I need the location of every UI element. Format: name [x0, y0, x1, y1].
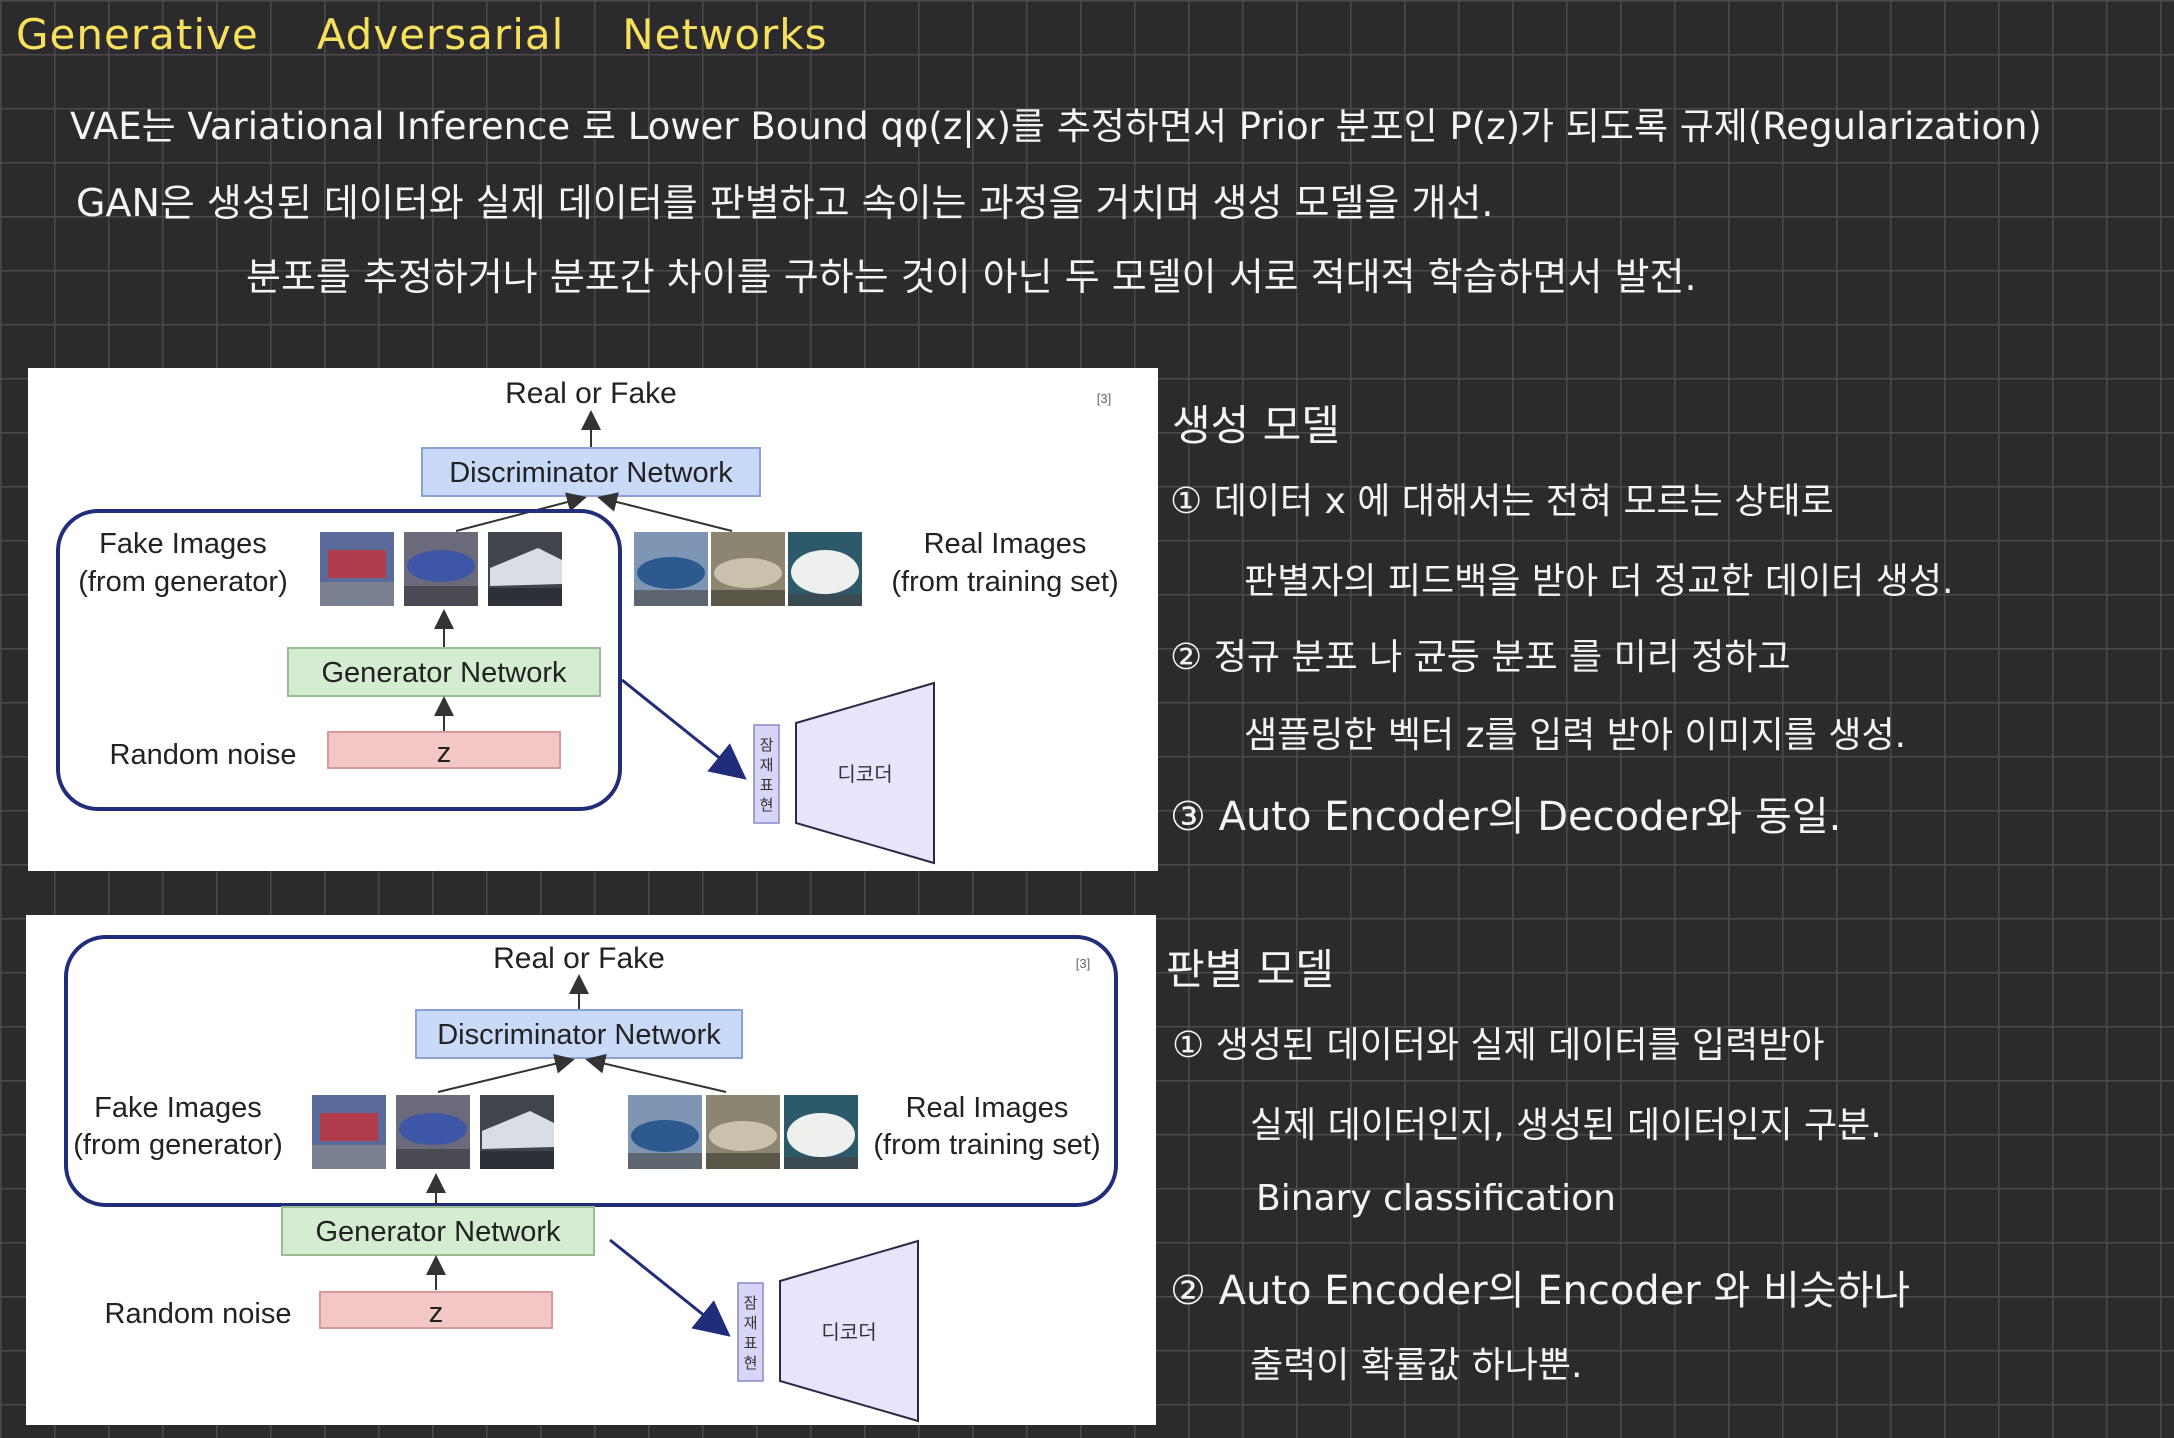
fake-image-3	[488, 532, 562, 606]
generator-diagram-panel: Real or Fake [3] Discriminator Network F…	[28, 368, 1158, 871]
title-word-adversarial: Adversarial	[316, 10, 565, 59]
discriminator-frame	[64, 935, 1118, 1207]
fake-images-title: Fake Images	[99, 528, 267, 560]
discriminator-note-1b: 실제 데이터인지, 생성된 데이터인지 구분.	[1250, 1105, 1882, 1146]
latent-char-1: 잠	[744, 1295, 758, 1312]
fake-images-title: Fake Images	[94, 1092, 262, 1124]
real-image-1	[634, 532, 708, 606]
generator-heading: 생성 모델	[1172, 401, 1340, 450]
real-or-fake-label: Real or Fake	[505, 377, 677, 410]
citation-label: [3]	[1097, 391, 1111, 406]
arrow-fake-to-discriminator	[437, 1054, 575, 1093]
z-box	[319, 1291, 553, 1329]
generator-note-2a: ② 정규 분포 나 균등 분포 를 미리 정하고	[1170, 637, 1791, 678]
latent-char-2: 재	[760, 757, 774, 774]
page-title: Generative Adversarial Networks	[16, 10, 828, 59]
fake-image-1	[312, 1095, 386, 1169]
latent-char-1: 잠	[760, 737, 774, 754]
intro-vae-line: VAE는 Variational Inference 로 Lower Bound…	[70, 105, 2042, 148]
generator-note-3: ③ Auto Encoder의 Decoder와 동일.	[1170, 794, 1842, 840]
latent-box	[753, 724, 780, 824]
latent-box	[737, 1282, 764, 1382]
fake-image-2	[404, 532, 478, 606]
real-image-1	[628, 1095, 702, 1169]
decoder-trapezoid	[795, 681, 935, 865]
latent-char-3: 표	[760, 777, 774, 794]
generator-box	[287, 647, 601, 697]
latent-char-2: 재	[744, 1315, 758, 1332]
generator-note-1a: ① 데이터 x 에 대해서는 전혀 모르는 상태로	[1170, 481, 1834, 522]
arrow-fake-to-discriminator	[455, 492, 587, 532]
fake-image-1	[320, 532, 394, 606]
real-image-3	[788, 532, 862, 606]
random-noise-label: Random noise	[110, 739, 297, 771]
real-images-subtitle: (from training set)	[873, 1129, 1100, 1161]
real-image-2	[706, 1095, 780, 1169]
generator-diagram: Real or Fake [3] Discriminator Network F…	[56, 377, 1119, 865]
title-word-generative: Generative	[16, 10, 259, 59]
title-word-networks: Networks	[622, 10, 828, 59]
arrow-to-latent	[609, 1238, 731, 1337]
fake-image-2	[396, 1095, 470, 1169]
decoder-trapezoid	[779, 1239, 919, 1423]
arrow-real-to-discriminator	[597, 492, 733, 532]
discriminator-label: Discriminator Network	[437, 1019, 721, 1051]
generator-note-1b: 판별자의 피드백을 받아 더 정교한 데이터 생성.	[1244, 561, 1954, 602]
fake-image-3	[480, 1095, 554, 1169]
intro-gan-line: GAN은 생성된 데이터와 실제 데이터를 판별하고 속이는 과정을 거치며 생…	[76, 181, 1494, 225]
generator-note-2b: 샘플링한 벡터 z를 입력 받아 이미지를 생성.	[1244, 715, 1907, 756]
random-noise-label: Random noise	[105, 1298, 292, 1330]
decoder-label: 디코더	[837, 763, 892, 786]
z-label: z	[429, 1297, 444, 1329]
latent-char-3: 표	[744, 1335, 758, 1352]
generator-frame	[56, 509, 622, 811]
citation-label: [3]	[1076, 956, 1090, 971]
discriminator-note-2a: ② Auto Encoder의 Encoder 와 비슷하나	[1170, 1268, 1911, 1314]
discriminator-note-1a: ① 생성된 데이터와 실제 데이터를 입력받아	[1172, 1025, 1825, 1066]
z-label: z	[437, 737, 452, 769]
discriminator-label: Discriminator Network	[449, 457, 733, 489]
arrow-to-latent	[621, 678, 747, 780]
real-images-title: Real Images	[924, 528, 1087, 560]
discriminator-note-2b: 출력이 확률값 하나뿐.	[1250, 1345, 1583, 1386]
generator-label: Generator Network	[322, 657, 567, 689]
arrow-real-to-discriminator	[585, 1053, 727, 1093]
discriminator-diagram-panel: Real or Fake [3] Discriminator Network F…	[26, 915, 1156, 1425]
fake-images-subtitle: (from generator)	[73, 1129, 283, 1161]
intro-gan-line-2: 분포를 추정하거나 분포간 차이를 구하는 것이 아닌 두 모델이 서로 적대적…	[246, 255, 1697, 299]
real-images-title: Real Images	[906, 1092, 1069, 1124]
real-image-3	[784, 1095, 858, 1169]
fake-images-subtitle: (from generator)	[78, 566, 288, 598]
generator-label: Generator Network	[316, 1216, 561, 1248]
real-images-subtitle: (from training set)	[891, 566, 1118, 598]
discriminator-box	[421, 447, 761, 497]
decoder-label: 디코더	[821, 1321, 876, 1344]
discriminator-heading: 판별 모델	[1166, 945, 1334, 994]
real-or-fake-label: Real or Fake	[493, 942, 665, 975]
discriminator-box	[415, 1009, 743, 1059]
latent-char-4: 현	[760, 797, 774, 814]
generator-box	[281, 1206, 595, 1256]
discriminator-diagram: Real or Fake [3] Discriminator Network F…	[64, 935, 1118, 1423]
real-image-2	[711, 532, 785, 606]
z-box	[327, 731, 561, 769]
latent-char-4: 현	[744, 1355, 758, 1372]
discriminator-note-1c: Binary classification	[1256, 1178, 1616, 1219]
